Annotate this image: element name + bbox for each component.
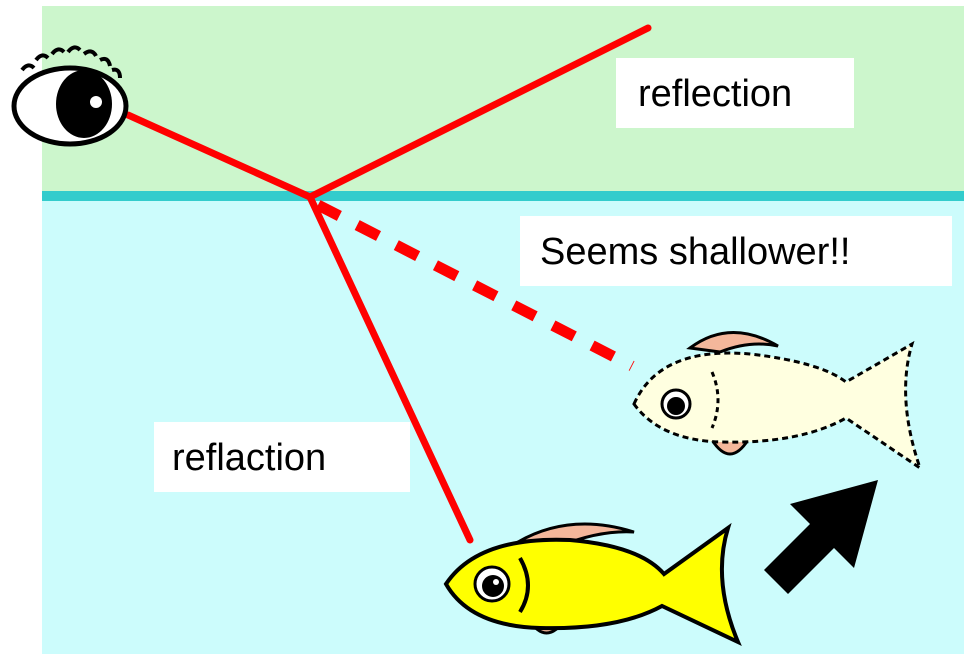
refraction-label: reflaction xyxy=(172,437,326,479)
illusion-label-box xyxy=(520,216,952,286)
reflection-label: reflection xyxy=(638,73,792,115)
up-arrow-icon xyxy=(764,480,878,594)
real-fish-icon xyxy=(443,522,742,647)
reflected-ray xyxy=(306,24,652,201)
eye-ray xyxy=(124,111,314,201)
refracted-ray xyxy=(306,193,474,544)
eye-icon xyxy=(11,45,129,147)
illusion-label: Seems shallower!! xyxy=(540,231,850,273)
apparent-ray-dashed xyxy=(315,200,635,371)
refraction-label-box xyxy=(154,422,410,492)
reflection-label-box xyxy=(616,58,854,128)
apparent-fish-icon xyxy=(632,331,923,472)
water-surface-line xyxy=(42,191,964,201)
